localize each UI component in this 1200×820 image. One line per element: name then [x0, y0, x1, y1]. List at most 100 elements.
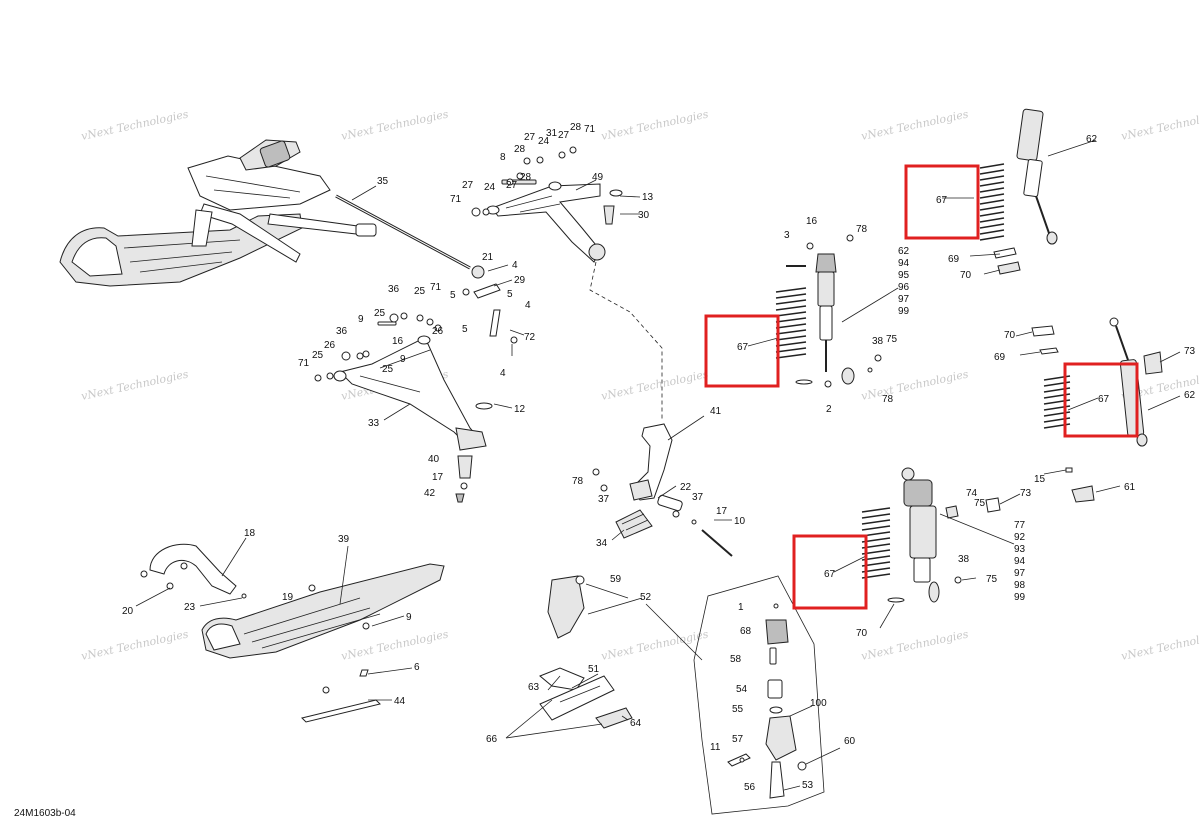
callout: 49	[592, 172, 604, 183]
spindle-assembly-box	[547, 575, 825, 815]
callout: 68	[740, 626, 752, 637]
callout: 37	[598, 494, 610, 505]
callout: 78	[882, 394, 894, 405]
callout: 8	[500, 152, 506, 163]
callout: 27	[462, 180, 474, 191]
lower-a-arm	[314, 312, 493, 503]
callout: 75	[986, 574, 998, 585]
callout: 27	[524, 132, 536, 143]
watermark: vNext Technologies	[860, 107, 970, 143]
callout: 26	[432, 326, 444, 337]
callout: 4	[525, 300, 531, 311]
callout: 63	[528, 682, 540, 693]
callout: 4	[500, 368, 506, 379]
callout: 98	[1014, 580, 1026, 591]
watermark: vNext Technologies	[1120, 107, 1200, 143]
callout: 2	[826, 404, 832, 415]
callout-labels: 35 8 28 27 24 31 27 28 71 27 24 28 27 49…	[122, 122, 1196, 793]
center-shock	[786, 234, 882, 388]
callout: 71	[430, 282, 442, 293]
callout-67: 67	[824, 569, 836, 580]
callout: 38	[958, 554, 970, 565]
callout: 24	[484, 182, 496, 193]
right-shock	[1031, 317, 1163, 503]
callout: 92	[1014, 532, 1026, 543]
watermark: vNext Technologies	[600, 627, 710, 663]
callout: 9	[358, 314, 364, 325]
callout: 9	[406, 612, 412, 623]
callout: 4	[512, 260, 518, 271]
callout-67: 67	[1098, 394, 1110, 405]
callout-67: 67	[936, 195, 948, 206]
highlight-box	[792, 534, 868, 610]
watermark: vNext Technologies	[80, 627, 190, 663]
highlight-box	[904, 164, 980, 240]
callout: 75	[974, 498, 986, 509]
callout: 56	[744, 782, 756, 793]
callout: 97	[898, 294, 910, 305]
callout: 5	[462, 324, 468, 335]
callout: 55	[732, 704, 744, 715]
callout: 75	[886, 334, 898, 345]
callout: 37	[692, 492, 704, 503]
callout: 29	[514, 275, 526, 286]
callout: 51	[588, 664, 600, 675]
watermark: vNext Technologies	[80, 367, 190, 403]
callout: 64	[630, 718, 642, 729]
callout: 13	[642, 192, 654, 203]
callout: 12	[514, 404, 526, 415]
center-spring	[775, 287, 807, 359]
callout: 16	[806, 216, 818, 227]
callout: 41	[710, 406, 722, 417]
callout-67: 67	[737, 342, 749, 353]
callout: 72	[524, 332, 536, 343]
callout: 16	[392, 336, 404, 347]
callout: 24	[538, 136, 550, 147]
callout: 36	[388, 284, 400, 295]
callout: 26	[324, 340, 336, 351]
callout: 52	[640, 592, 652, 603]
callout: 95	[898, 270, 910, 281]
callout: 36	[336, 326, 348, 337]
watermark: vNext Technologies	[1120, 627, 1200, 663]
callout: 59	[610, 574, 622, 585]
callout: 69	[948, 254, 960, 265]
highlight-box	[1063, 362, 1139, 438]
callout: 40	[428, 454, 440, 465]
top-right-shock	[1016, 108, 1058, 245]
callout: 62	[1086, 134, 1098, 145]
callout: 20	[122, 606, 134, 617]
callout: 27	[506, 180, 518, 191]
watermark: vNext Technologies	[80, 107, 190, 143]
highlight-box	[704, 314, 780, 388]
callout: 21	[482, 252, 494, 263]
watermark: vNext Technologies	[600, 367, 710, 403]
ski	[140, 543, 445, 723]
callout: 57	[732, 734, 744, 745]
callout: 61	[1124, 482, 1136, 493]
callout: 100	[810, 698, 827, 709]
callout: 97	[1014, 568, 1026, 579]
callout: 77	[1014, 520, 1026, 531]
callout: 70	[1004, 330, 1016, 341]
callout: 17	[716, 506, 728, 517]
callout: 25	[414, 286, 426, 297]
upper-a-arm	[471, 146, 623, 263]
lower-right-spring	[861, 507, 891, 579]
callout: 93	[1014, 544, 1026, 555]
callout: 38	[872, 336, 884, 347]
callout: 62	[1184, 390, 1196, 401]
callout: 10	[734, 516, 746, 527]
callout: 27	[558, 130, 570, 141]
callout: 73	[1184, 346, 1196, 357]
callout: 94	[898, 258, 910, 269]
callout: 34	[596, 538, 608, 549]
callout: 9	[400, 354, 406, 365]
callout: 25	[312, 350, 324, 361]
callout: 99	[1014, 592, 1026, 603]
callout: 70	[856, 628, 868, 639]
callout: 73	[1020, 488, 1032, 499]
callout: 25	[382, 364, 394, 375]
right-spring	[1043, 375, 1071, 429]
spindle	[592, 423, 733, 557]
